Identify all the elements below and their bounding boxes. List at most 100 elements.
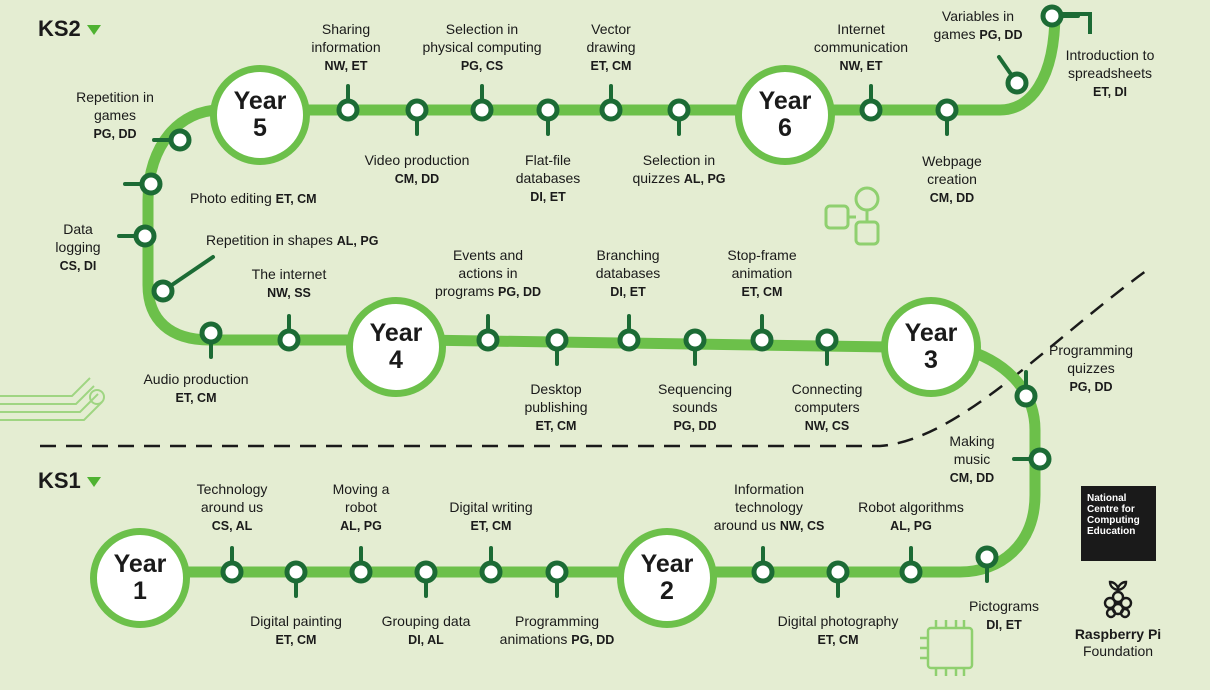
unit-codes: PG, DD [673, 419, 717, 433]
unit-node [975, 545, 999, 569]
unit-title-line: Connecting [791, 381, 863, 397]
unit-title-line: Selection in [642, 152, 716, 168]
unit-title-line: Selection in [445, 21, 519, 37]
unit-title-line: information [311, 39, 381, 55]
unit-title-line: Webpage [922, 153, 982, 169]
unit-title-line: NW, ET [311, 56, 380, 75]
unit-node [168, 128, 192, 152]
unit-node [545, 328, 569, 352]
unit-title-line: AL, PG [858, 516, 964, 535]
year-number: 2 [660, 577, 674, 605]
unit-label: Repetition in shapes AL, PG [206, 231, 378, 250]
year-number: 4 [389, 346, 403, 374]
unit-title-line: ET, CM [778, 630, 899, 649]
unit-title-line: DI, ET [596, 282, 661, 301]
unit-title-line: games PG, DD [934, 25, 1023, 44]
unit-node [151, 279, 175, 303]
year-number: 3 [924, 346, 938, 374]
unit-title-line: ET, DI [1066, 82, 1155, 101]
unit-title-line: PG, DD [1049, 377, 1133, 396]
year-number: 6 [778, 114, 792, 142]
unit-title-line: Branching [596, 247, 660, 263]
unit-title-line: Moving a [332, 481, 390, 497]
unit-codes: DI, ET [530, 190, 566, 204]
unit-codes: CM, DD [949, 471, 995, 485]
unit-node [405, 98, 429, 122]
unit-title-line: Digital painting [250, 613, 342, 629]
unit-codes: ET, CM [470, 519, 512, 533]
unit-title-line: Information [733, 481, 805, 497]
unit-title-line: animations PG, DD [500, 630, 615, 649]
unit-title-line: ET, CM [586, 56, 635, 75]
unit-node [599, 98, 623, 122]
unit-codes: NW, CS [779, 519, 825, 533]
logo-line: Raspberry Pi [1074, 626, 1162, 642]
unit-title-line: ET, CM [524, 416, 587, 435]
unit-title-line: Photo editing ET, CM [190, 189, 317, 208]
unit-codes: CM, DD [394, 172, 440, 186]
unit-node [139, 172, 163, 196]
logo-line: National [1087, 493, 1127, 504]
unit-title-line: AL, PG [333, 516, 390, 535]
unit-codes: DI, AL [408, 633, 444, 647]
unit-title-line: Flat-file [525, 152, 571, 168]
unit-title-line: robot [345, 499, 377, 515]
unit-node [935, 98, 959, 122]
unit-node [667, 98, 691, 122]
unit-node [826, 560, 850, 584]
unit-codes: PG, DD [1069, 380, 1113, 394]
unit-title-line: Pictograms [968, 598, 1040, 614]
logo-line: Computing [1087, 515, 1140, 526]
unit-node [470, 98, 494, 122]
ks1-heading: KS1 [38, 468, 101, 494]
unit-title-line: PG, DD [658, 416, 732, 435]
unit-node [220, 560, 244, 584]
year-word: Year [904, 319, 958, 347]
unit-title-line: Repetition in [76, 89, 154, 105]
logo-line: Foundation [1082, 643, 1154, 659]
unit-title-line: Events and [452, 247, 524, 263]
blocks-decoration-icon [824, 186, 880, 246]
unit-title-line: Programming [1048, 342, 1134, 358]
unit-title-line: ET, CM [727, 282, 796, 301]
unit-title-line: DI, ET [516, 187, 581, 206]
unit-title-line: Data [63, 221, 93, 237]
unit-codes: NW, ET [839, 59, 883, 73]
unit-codes: PG, CS [460, 59, 504, 73]
unit-title-line: logging [55, 239, 101, 255]
unit-title-line: quizzes AL, PG [632, 169, 725, 188]
unit-codes: NW, ET [324, 59, 368, 73]
unit-title-line: Digital writing [449, 499, 533, 515]
chip-decoration-icon [920, 620, 974, 676]
unit-title-line: games [93, 107, 137, 123]
unit-codes: CS, DI [59, 259, 97, 273]
unit-title-inline: Photo editing [190, 190, 276, 206]
unit-node [277, 328, 301, 352]
unit-title-line: Robot algorithms [858, 499, 964, 515]
logo-line: Centre for [1087, 504, 1135, 515]
unit-node [479, 560, 503, 584]
unit-codes: ET, CM [275, 192, 317, 206]
unit-title-line: NW, ET [814, 56, 908, 75]
unit-title-line: Digital photography [777, 613, 899, 629]
circuit-decoration-icon [0, 377, 105, 421]
chevron-down-icon [86, 477, 101, 488]
unit-title-line: computers [794, 399, 860, 415]
